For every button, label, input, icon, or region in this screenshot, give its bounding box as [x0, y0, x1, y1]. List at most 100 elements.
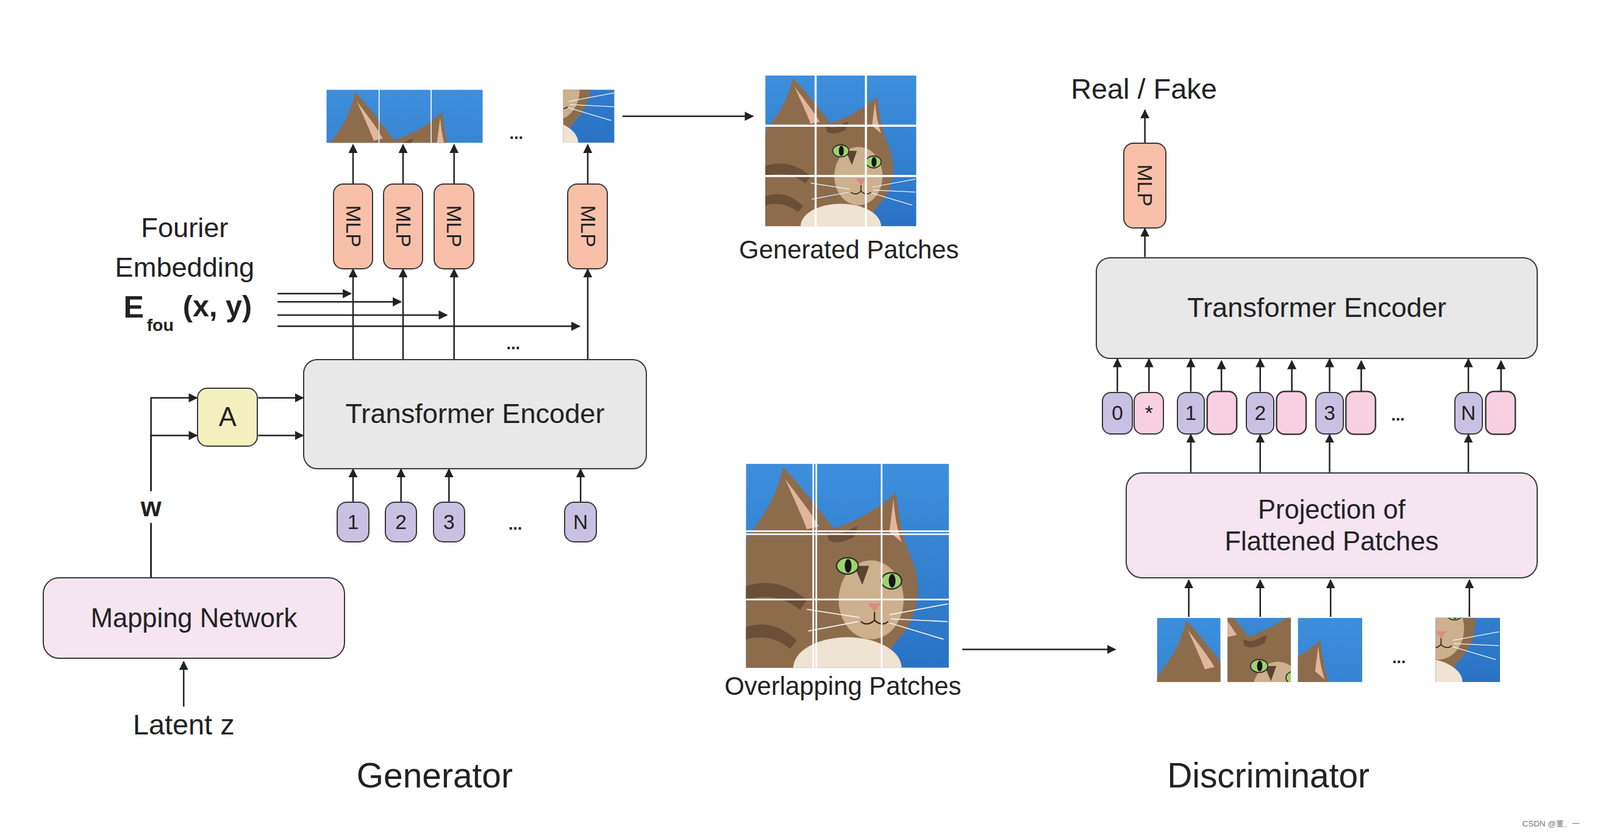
- input-label: Latent z: [132, 704, 235, 747]
- patch-arrow: [352, 145, 355, 185]
- connector-arrow: [1143, 228, 1146, 258]
- patch-arrow: [402, 145, 405, 185]
- node-text: MLP: [390, 205, 416, 248]
- fourier-arrow: [277, 301, 401, 304]
- connector-arrow: [1328, 434, 1331, 473]
- patch-arrow: [1468, 580, 1471, 618]
- node-text: MLP: [442, 205, 467, 248]
- node-text: A: [218, 401, 237, 433]
- position-token: 3: [1315, 392, 1344, 435]
- image-content: [745, 464, 949, 699]
- patch-arrow: [1329, 580, 1332, 618]
- patch-embedding-token: [1485, 391, 1516, 435]
- mlp-box: MLP: [382, 183, 424, 270]
- connector-arrow: [587, 269, 590, 360]
- output-arrow: [1143, 110, 1146, 144]
- patch-embedding-token: [1345, 391, 1376, 435]
- class-token: *: [1133, 392, 1165, 435]
- symbol-label: (x, y): [182, 284, 252, 328]
- ellipsis: ...: [506, 332, 521, 357]
- connector-arrow: [1259, 359, 1261, 393]
- position-token: N: [564, 501, 597, 543]
- real-image: [745, 464, 949, 699]
- ellipsis: ...: [508, 512, 522, 537]
- caption-label: Generated Patches: [739, 231, 959, 269]
- token-arrow: [1220, 360, 1223, 392]
- node-text: Transformer Encoder: [1187, 291, 1447, 325]
- section-label: Discriminator: [1167, 750, 1370, 801]
- node-text: 2: [395, 510, 407, 535]
- node-text: 0: [1111, 401, 1124, 426]
- position-token: 2: [384, 501, 418, 543]
- connector-arrow: [352, 269, 355, 360]
- connector-arrow: [352, 469, 355, 503]
- transformer-encoder-box: Transformer Encoder: [303, 359, 647, 470]
- ellipsis: ...: [1390, 403, 1405, 428]
- node-text: 1: [347, 510, 360, 535]
- symbol-label: E: [123, 284, 144, 330]
- mlp-box: MLP: [433, 183, 475, 270]
- patch-grid-lines: [745, 464, 949, 669]
- connector-arrow: [1190, 434, 1193, 473]
- output-label: Real / Fake: [1070, 68, 1218, 111]
- connector-arrow: [1190, 359, 1193, 393]
- connector-arrow: [257, 396, 304, 399]
- node-text: *: [1145, 401, 1154, 426]
- position-token: 2: [1245, 392, 1275, 435]
- connector-arrow: [448, 469, 450, 503]
- assemble-arrow: [622, 115, 754, 118]
- patch-arrow: [1259, 580, 1261, 618]
- connector-arrow: [1467, 434, 1470, 473]
- fourier-arrow: [277, 293, 351, 296]
- mlp-box: MLP: [332, 183, 374, 270]
- node-text: MLP: [1132, 164, 1158, 207]
- node-text: Projection of Flattened Patches: [1209, 493, 1454, 558]
- patch-embedding-token: [1276, 391, 1307, 435]
- ellipsis: ...: [1392, 646, 1406, 671]
- patch-grid-lines: [765, 75, 917, 227]
- node-text: Transformer Encoder: [345, 397, 605, 431]
- node-text: MLP: [575, 205, 600, 248]
- fourier-arrow: [277, 314, 447, 317]
- caption-label: Overlapping Patches: [724, 668, 961, 706]
- patch-arrow: [587, 145, 590, 185]
- node-text: Mapping Network: [90, 602, 297, 635]
- patch-content: [324, 89, 484, 273]
- input-arrow: [182, 662, 185, 708]
- subscript-label: fou: [146, 312, 174, 338]
- connector-arrow: [151, 398, 197, 579]
- split-arrow: [962, 648, 1116, 651]
- position-token: 0: [1101, 392, 1133, 435]
- patch-image: [456, 0, 616, 167]
- patch-arrow: [453, 145, 455, 185]
- embedding-label: Fourier Embedding: [87, 207, 282, 288]
- mlp-box: MLP: [567, 183, 608, 270]
- connector-arrow: [257, 434, 304, 437]
- ellipsis: ...: [509, 121, 524, 146]
- image-content: [765, 75, 917, 250]
- connector-arrow: [1259, 434, 1261, 473]
- position-token: 3: [432, 501, 466, 543]
- connector-arrow: [402, 269, 405, 360]
- patch-content: [456, 0, 616, 167]
- mlp-box: MLP: [1123, 142, 1166, 229]
- patch-image: [324, 89, 484, 273]
- section-label: Generator: [356, 750, 513, 801]
- watermark: CSDN @董、一: [1522, 818, 1580, 830]
- position-token: N: [1454, 392, 1483, 435]
- transformer-encoder-box: Transformer Encoder: [1095, 257, 1538, 360]
- patch-arrow: [1187, 580, 1190, 618]
- connector-arrow: [1148, 359, 1150, 393]
- connector-arrow: [453, 269, 455, 360]
- affine-box: A: [196, 387, 258, 447]
- position-token: 1: [336, 501, 370, 543]
- node-text: N: [1460, 401, 1476, 426]
- mapping-network-box: Mapping Network: [42, 577, 345, 660]
- position-token: 1: [1176, 392, 1206, 435]
- patch-embedding-token: [1207, 391, 1238, 435]
- edge-label: w: [137, 491, 166, 524]
- node-text: 3: [1323, 401, 1336, 426]
- connector-arrow: [579, 469, 582, 503]
- token-arrow: [1360, 360, 1363, 392]
- generated-image: [765, 75, 917, 250]
